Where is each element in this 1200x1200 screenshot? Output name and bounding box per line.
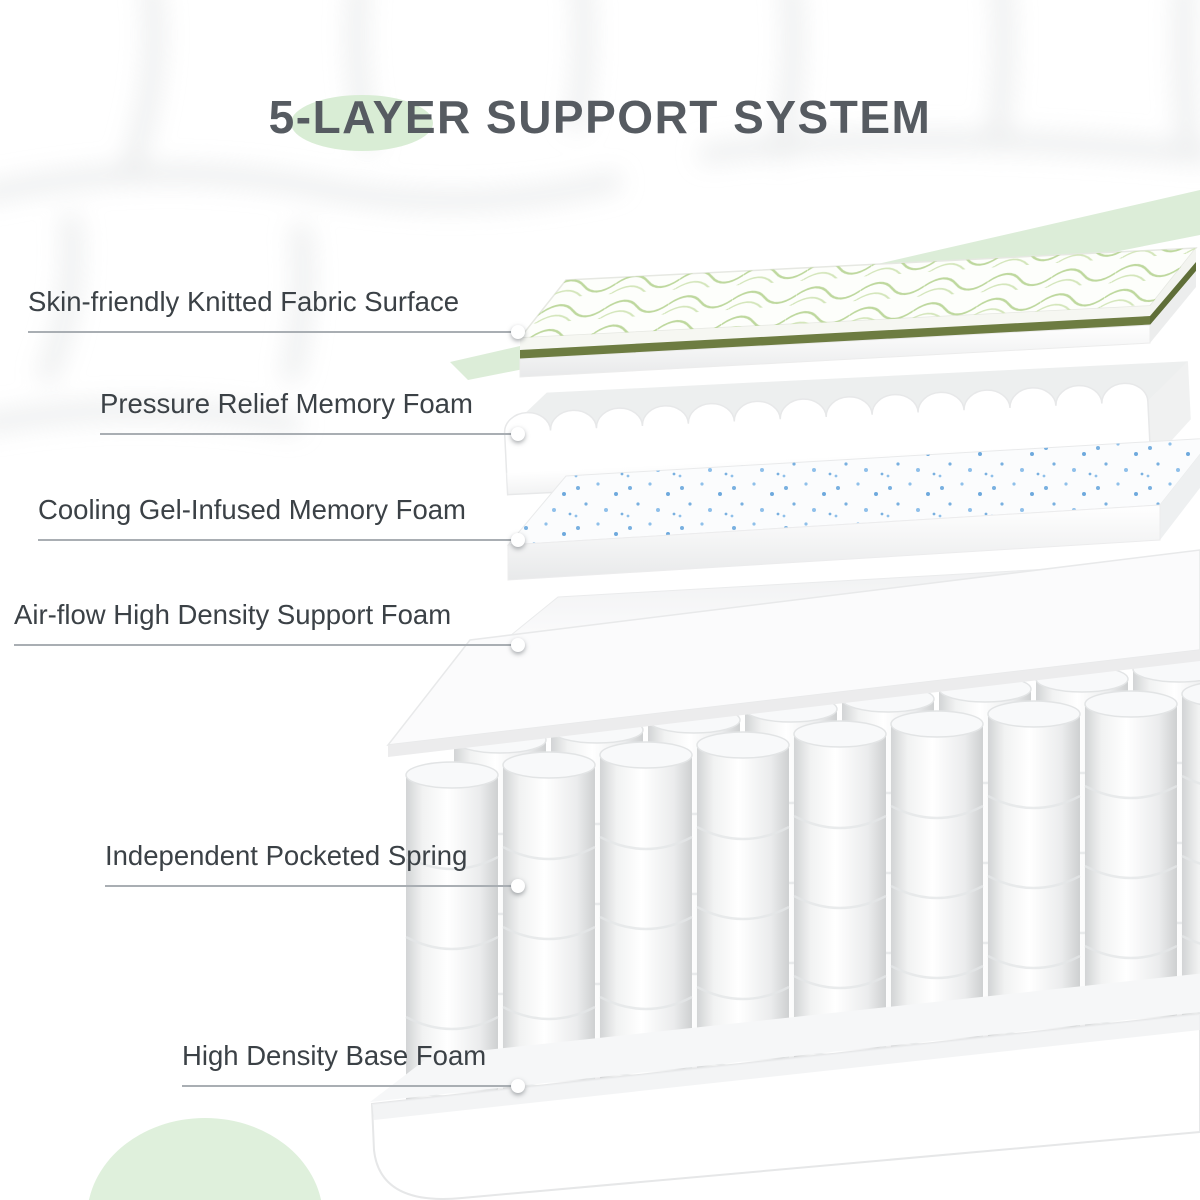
layer-label-memory-foam: Pressure Relief Memory Foam: [100, 388, 525, 441]
leader-dot: [511, 879, 525, 893]
leader-line: [38, 539, 512, 541]
quilt-background: [0, 0, 1200, 434]
title-accent-ellipse: [291, 95, 433, 151]
leader-line: [100, 433, 512, 435]
layer-label-base-foam: High Density Base Foam: [182, 1040, 525, 1093]
layer-label-text: Skin-friendly Knitted Fabric Surface: [28, 286, 460, 317]
page-title: 5-LAYER SUPPORT SYSTEM: [268, 91, 932, 143]
green-accent-bottom-left: [88, 1118, 322, 1200]
layer-label-text: Independent Pocketed Spring: [105, 840, 468, 871]
layer-label-support-foam: Air-flow High Density Support Foam: [14, 599, 525, 652]
layer-label-text: Pressure Relief Memory Foam: [100, 388, 473, 419]
leader-line: [14, 644, 512, 646]
layer-label-gel-foam: Cooling Gel-Infused Memory Foam: [38, 494, 525, 547]
fabric-layer-graphic: [518, 247, 1198, 378]
leader-line: [182, 1085, 512, 1087]
leader-dot: [511, 427, 525, 441]
layer-label-text: Air-flow High Density Support Foam: [14, 599, 452, 630]
leader-line: [105, 885, 512, 887]
layer-label-fabric: Skin-friendly Knitted Fabric Surface: [28, 286, 525, 339]
layer-label-springs: Independent Pocketed Spring: [105, 840, 525, 893]
leader-line: [28, 331, 512, 333]
leader-dot: [511, 325, 525, 339]
leader-dot: [511, 638, 525, 652]
layer-label-text: High Density Base Foam: [182, 1040, 487, 1071]
leader-dot: [511, 533, 525, 547]
base-foam-graphic: [370, 973, 1200, 1200]
spring-cover-sheet-graphic: [386, 549, 1200, 757]
layer-label-text: Cooling Gel-Infused Memory Foam: [38, 494, 466, 525]
gel-layer-graphic: [506, 438, 1200, 581]
leader-dot: [511, 1079, 525, 1093]
